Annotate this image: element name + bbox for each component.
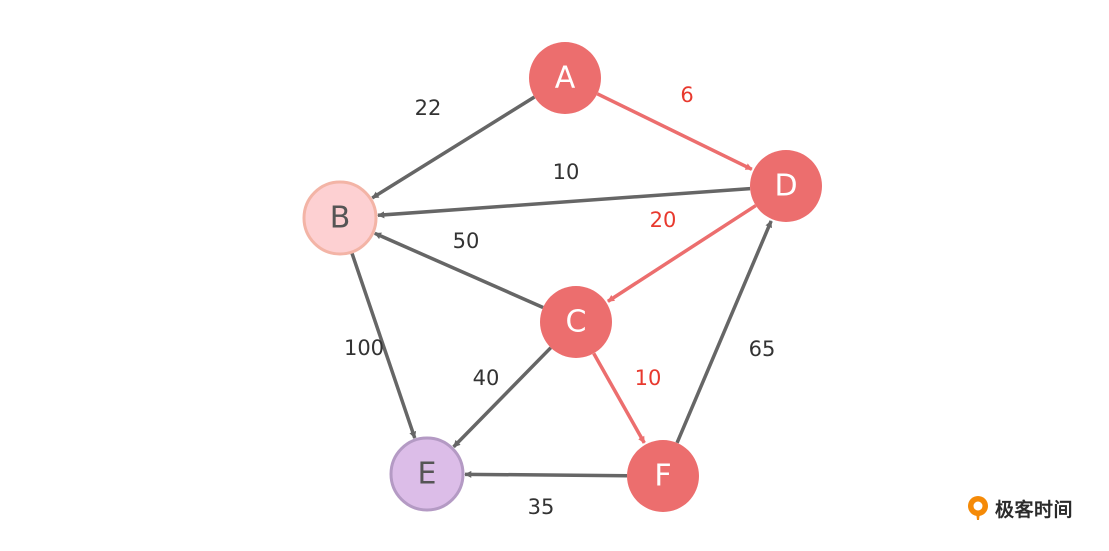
edge-weight-A-D: 6: [680, 83, 693, 107]
node-circle-E: [389, 436, 465, 512]
node-C: C: [540, 286, 612, 358]
edge-weight-D-C: 20: [650, 208, 677, 232]
node-B: B: [302, 180, 378, 256]
node-circle-D: [750, 150, 822, 222]
geektime-logo-icon: [968, 496, 988, 520]
edge-F-D: [675, 220, 773, 444]
node-circle-C: [540, 286, 612, 358]
edge-weight-F-E: 35: [528, 495, 555, 519]
brand-name: 极客时间: [995, 498, 1074, 521]
edge-C-E: [452, 346, 553, 449]
node-label-D: D: [774, 169, 797, 204]
node-A: A: [529, 42, 601, 114]
node-circle-A: [529, 42, 601, 114]
node-F: F: [627, 440, 699, 512]
node-circle-F: [627, 440, 699, 512]
edge-weight-C-E: 40: [473, 366, 500, 390]
edge-B-E: [349, 251, 417, 439]
node-label-E: E: [418, 457, 437, 492]
nodes: A B C D E F: [302, 42, 822, 512]
edge-weight-B-E: 100: [344, 336, 384, 360]
node-D: D: [750, 150, 822, 222]
edge-C-F: [592, 352, 646, 444]
edge-weight-C-B: 50: [453, 229, 480, 253]
edge-F-E: [464, 470, 628, 478]
node-E: E: [389, 436, 465, 512]
edge-weight-A-B: 22: [415, 96, 442, 120]
edge-weights: 22 6 10 20 50 100 40 10 65 35: [344, 83, 775, 519]
node-label-F: F: [654, 459, 671, 494]
node-label-C: C: [566, 305, 587, 340]
node-label-A: A: [555, 61, 576, 96]
edges: [349, 92, 773, 478]
edge-weight-D-B: 10: [553, 160, 580, 184]
edge-D-C: [606, 204, 757, 303]
edge-A-D: [596, 92, 753, 171]
edge-A-B: [371, 95, 536, 200]
edge-weight-F-D: 65: [749, 337, 776, 361]
node-label-B: B: [330, 201, 351, 236]
node-circle-B: [302, 180, 378, 256]
edge-D-B: [377, 186, 751, 219]
edge-C-B: [374, 231, 544, 310]
brand-watermark: 极客时间: [965, 494, 1073, 522]
edge-weight-C-F: 10: [635, 366, 662, 390]
